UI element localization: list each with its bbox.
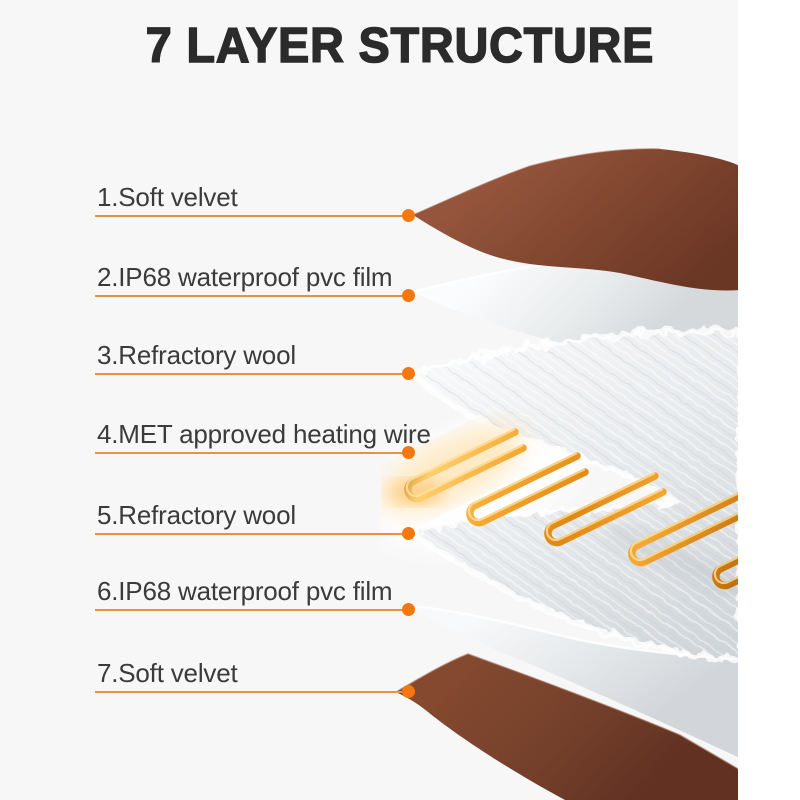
layer-label: 5.Refractory wool bbox=[97, 500, 296, 530]
leader-line bbox=[95, 295, 408, 297]
label-row-6: 6.IP68 waterproof pvc film bbox=[95, 576, 442, 626]
page-title: 7 LAYER STRUCTURE bbox=[145, 18, 655, 74]
page-background: 7 LAYER STRUCTURE 1.Soft velvet 2.IP68 w… bbox=[95, 18, 740, 800]
leader-dot bbox=[402, 209, 415, 222]
label-row-7: 7.Soft velvet bbox=[95, 658, 442, 708]
leader-dot bbox=[402, 527, 415, 540]
leader-dot bbox=[402, 289, 415, 302]
layer-label: 6.IP68 waterproof pvc film bbox=[97, 576, 393, 606]
heating-wire-highlight bbox=[405, 428, 740, 585]
leader-line bbox=[95, 533, 408, 535]
layer-label: 1.Soft velvet bbox=[97, 182, 238, 212]
right-margin-strip bbox=[738, 0, 800, 800]
layer-illustration bbox=[380, 148, 740, 800]
leader-dot bbox=[402, 367, 415, 380]
label-row-2: 2.IP68 waterproof pvc film bbox=[95, 262, 442, 312]
layer-label: 4.MET approved heating wire bbox=[97, 419, 431, 449]
layer-label: 7.Soft velvet bbox=[97, 658, 238, 688]
wire-tip-glow bbox=[388, 479, 444, 505]
leader-dot bbox=[402, 603, 415, 616]
leader-line bbox=[95, 609, 408, 611]
label-row-4: 4.MET approved heating wire bbox=[95, 419, 442, 469]
layer-label: 2.IP68 waterproof pvc film bbox=[97, 262, 393, 292]
leader-line bbox=[95, 691, 408, 693]
label-row-3: 3.Refractory wool bbox=[95, 340, 442, 390]
leader-line bbox=[95, 215, 408, 217]
label-row-1: 1.Soft velvet bbox=[95, 182, 442, 232]
label-row-5: 5.Refractory wool bbox=[95, 500, 442, 550]
leader-line bbox=[95, 373, 408, 375]
leader-dot bbox=[402, 685, 415, 698]
velvet-bottom-graphic bbox=[395, 653, 740, 800]
layer-label: 3.Refractory wool bbox=[97, 340, 296, 370]
leader-line bbox=[95, 452, 408, 454]
velvet-top-graphic bbox=[412, 148, 740, 291]
wool-layers-graphic bbox=[405, 327, 740, 664]
leader-dot bbox=[402, 446, 415, 459]
